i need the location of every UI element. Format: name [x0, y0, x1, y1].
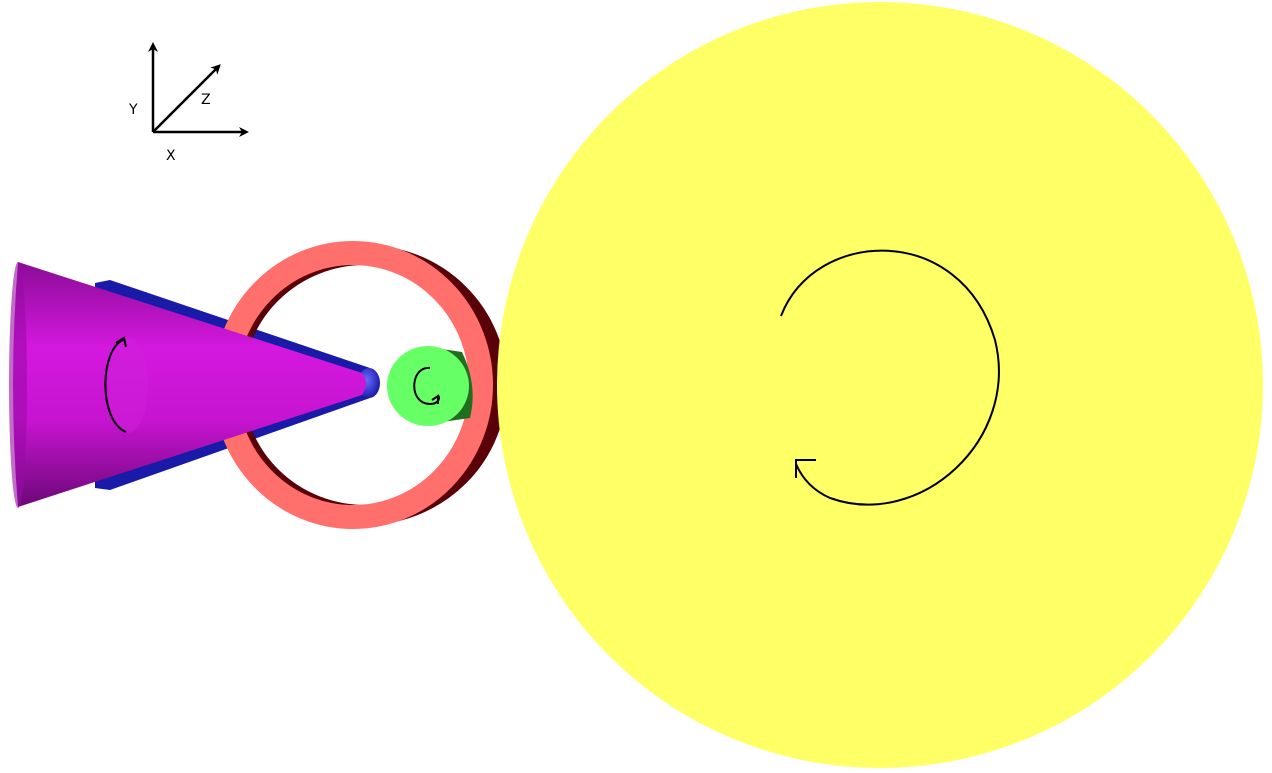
yellow-disk: [497, 2, 1263, 768]
green-cylinder: [387, 346, 473, 426]
cone-rotation-arrowhead-icon: [115, 336, 127, 348]
cone-rotation-arrow-icon: [104, 339, 127, 433]
x-axis-label: X: [166, 148, 176, 164]
yellow-rotation-arrow-icon: [780, 249, 1000, 506]
axis-triad: Y Z X: [128, 42, 249, 164]
z-axis-label: Z: [201, 92, 211, 108]
green-cylinder-face: [387, 346, 469, 426]
z-axis-arrow: [152, 64, 221, 133]
magenta-cone-base-shade: [9, 262, 27, 508]
magenta-cone-body: [13, 262, 366, 507]
magenta-cone: [9, 262, 366, 508]
cone-inner-band: [108, 337, 148, 433]
yellow-rotation-arrowhead-icon: [795, 459, 816, 478]
green-rotation-arrowhead-icon: [431, 394, 439, 404]
yellow-disk-face: [497, 2, 1263, 768]
y-axis-label: Y: [128, 102, 138, 118]
